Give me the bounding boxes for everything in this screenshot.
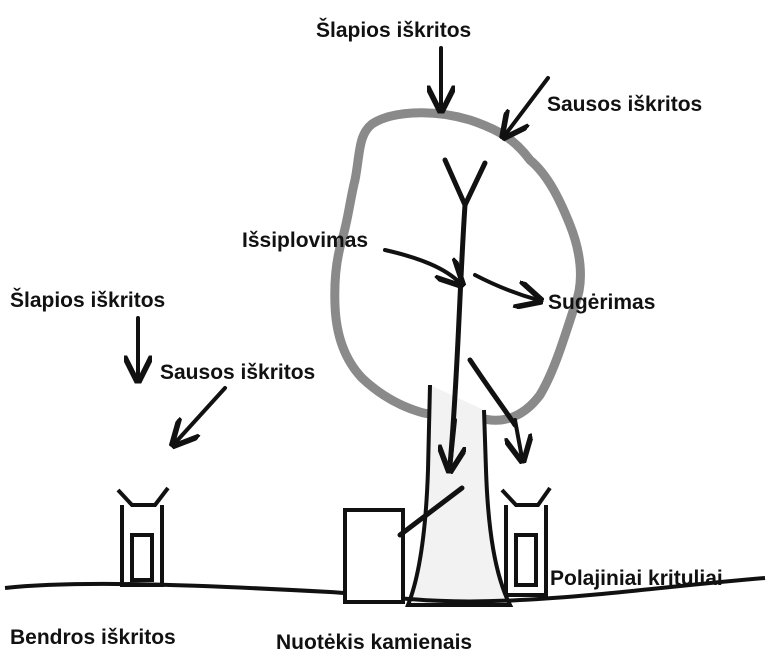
label-bulk-deposition: Bendros iškritos [10,627,176,648]
label-stemflow: Nuotėkis kamienais [276,632,472,653]
label-washout: Išsiplovimas [242,230,368,251]
label-left-wet-deposition: Šlapios iškritos [10,290,165,311]
arrow-left-dry [175,388,225,443]
label-absorption: Sugėrimas [548,292,655,313]
bulk-collector-icon [118,488,168,585]
label-throughfall: Polajiniai krituliai [550,568,723,589]
arrow-top-dry [505,78,548,135]
label-top-dry-deposition: Sausos iškritos [547,94,702,115]
label-left-dry-deposition: Sausos iškritos [160,362,315,383]
stemflow-collector-icon [345,510,403,602]
label-top-wet-deposition: Šlapios iškritos [316,20,471,41]
throughfall-collector-icon [502,488,550,595]
arrow-throughfall [515,420,522,458]
